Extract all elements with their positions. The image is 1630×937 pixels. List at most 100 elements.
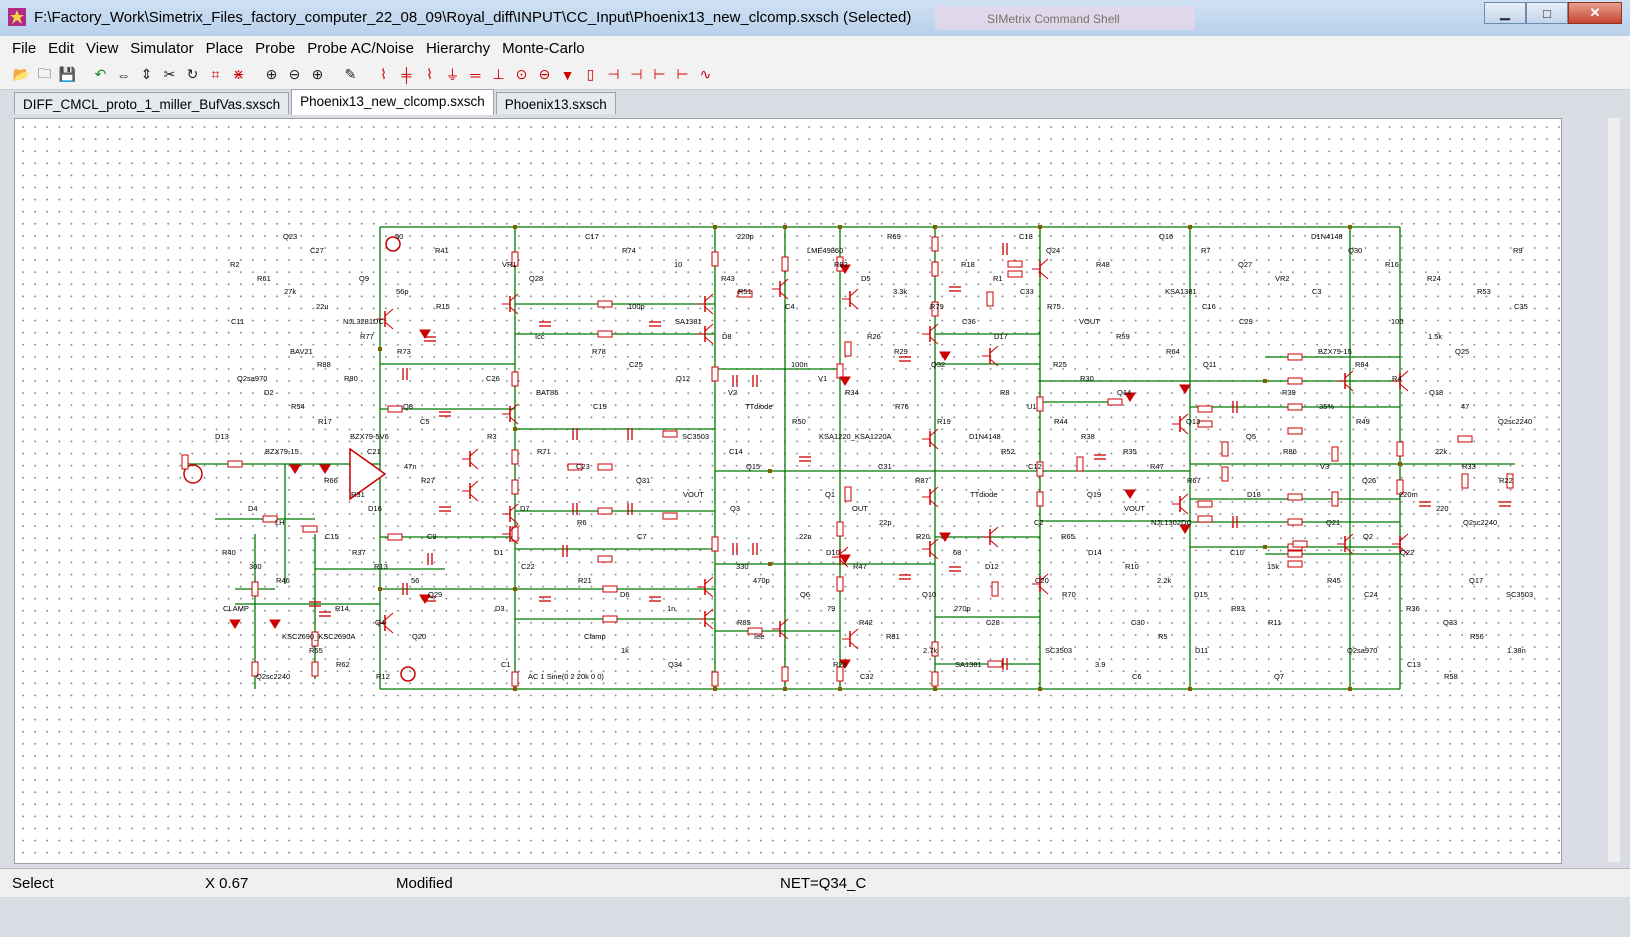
resistor bbox=[262, 515, 278, 523]
delete-wire-icon[interactable]: ⋇ bbox=[232, 66, 245, 82]
menu-probe-ac-noise[interactable]: Probe AC/Noise bbox=[307, 39, 414, 57]
new-folder-icon[interactable]: 🗀 bbox=[37, 64, 52, 81]
menu-simulator[interactable]: Simulator bbox=[130, 39, 194, 57]
schematic-label: Clamp bbox=[584, 632, 606, 641]
schematic-wires bbox=[185, 226, 1515, 690]
schematic-label: R36 bbox=[1406, 604, 1420, 613]
mirror-icon[interactable]: ⇔ bbox=[116, 66, 131, 83]
cut-icon[interactable]: ✂ bbox=[163, 66, 176, 82]
inductor-icon[interactable]: ⌇ bbox=[426, 66, 433, 82]
current-source-icon[interactable]: ⊙ bbox=[515, 66, 528, 82]
close-button[interactable]: ✕ bbox=[1568, 2, 1622, 24]
resistor bbox=[511, 371, 519, 387]
resistor bbox=[1036, 491, 1044, 507]
menu-edit[interactable]: Edit bbox=[48, 39, 75, 57]
transistor bbox=[469, 461, 479, 470]
schematic-label: Q7 bbox=[1274, 672, 1284, 681]
zoom-out-icon[interactable]: ⊖ bbox=[288, 66, 301, 82]
schematic-label: D4 bbox=[248, 504, 258, 513]
resistor bbox=[931, 641, 939, 657]
resistor-icon[interactable]: ⌇ bbox=[380, 66, 387, 82]
schematic-label: R27 bbox=[421, 476, 435, 485]
schematic-label: Q31 bbox=[636, 476, 650, 485]
schematic-label: VR1 bbox=[502, 260, 517, 269]
transistor bbox=[929, 323, 939, 332]
schematic-label: C28 bbox=[986, 618, 1000, 627]
schematic-label: R14 bbox=[335, 604, 349, 613]
schematic-label: 10 bbox=[674, 260, 682, 269]
junction-dot bbox=[1263, 379, 1267, 383]
schematic-label: Q2 bbox=[1363, 532, 1373, 541]
rotate-icon[interactable]: ↻ bbox=[186, 66, 199, 82]
schematic-label: 1.5k bbox=[1428, 332, 1442, 341]
vertical-scrollbar[interactable] bbox=[1608, 118, 1620, 862]
schematic-label: Q13 bbox=[1186, 417, 1200, 426]
open-folder-icon[interactable]: 📂 bbox=[12, 66, 31, 82]
junction-dot bbox=[838, 225, 842, 229]
pmos-icon[interactable]: ⊢ bbox=[676, 66, 689, 82]
voltage-source-icon[interactable]: ⊖ bbox=[538, 66, 551, 82]
schematic-label: R52 bbox=[1001, 447, 1015, 456]
tab-2[interactable]: Phoenix13_new_clcomp.sxsch bbox=[291, 89, 494, 115]
schematic-label: D1N4148 bbox=[1311, 232, 1343, 241]
menu-file[interactable]: File bbox=[12, 39, 37, 57]
schematic-label: R8 bbox=[1000, 388, 1010, 397]
schematic-label: R73 bbox=[397, 347, 411, 356]
schematic-label: C18 bbox=[1019, 232, 1033, 241]
transistor bbox=[704, 576, 714, 585]
menu-monte-carlo[interactable]: Monte-Carlo bbox=[502, 39, 585, 57]
schematic-label: R48 bbox=[1096, 260, 1110, 269]
menu-hierarchy[interactable]: Hierarchy bbox=[425, 39, 491, 57]
nmos-icon[interactable]: ⊢ bbox=[653, 66, 666, 82]
schematic-label: R37 bbox=[352, 548, 366, 557]
schematic-label: Q28 bbox=[529, 274, 543, 283]
schematic-label: Q9 bbox=[359, 274, 369, 283]
schematic-label: AC 1 Sine(0 2 20k 0 0) bbox=[528, 672, 604, 681]
schematic-label: D16 bbox=[368, 504, 382, 513]
save-icon[interactable]: 💾 bbox=[58, 66, 77, 82]
schematic-label: 22p bbox=[879, 518, 892, 527]
zoom-area-icon[interactable]: ⊕ bbox=[265, 66, 278, 82]
menu-place[interactable]: Place bbox=[205, 39, 244, 57]
ground-symbol-icon[interactable]: ⊥ bbox=[492, 66, 505, 82]
schematic-label: R83 bbox=[1231, 604, 1245, 613]
signal-icon[interactable]: ∿ bbox=[699, 66, 712, 82]
wire-cut-icon[interactable]: ⌗ bbox=[211, 66, 220, 82]
pnp-icon[interactable]: ⊣ bbox=[630, 66, 643, 82]
npn-icon[interactable]: ⊣ bbox=[607, 66, 620, 82]
resistor-vertical-icon[interactable]: ▯ bbox=[586, 66, 595, 82]
tab-1[interactable]: DIFF_CMCL_proto_1_miller_BufVas.sxsch bbox=[14, 92, 290, 114]
schematic-label: D14 bbox=[1088, 548, 1102, 557]
schematic-label: R11 bbox=[1268, 618, 1281, 627]
cap-symbol-icon[interactable]: ═ bbox=[470, 66, 481, 83]
tab-3[interactable]: Phoenix13.sxsch bbox=[495, 92, 616, 114]
transistor bbox=[384, 308, 394, 317]
menu-probe[interactable]: Probe bbox=[255, 39, 296, 57]
schematic-label: Q16 bbox=[1159, 232, 1173, 241]
schematic-label: R88 bbox=[317, 360, 331, 369]
junction-dot bbox=[1038, 225, 1042, 229]
resistor bbox=[311, 661, 319, 677]
ground-icon[interactable]: ⏚ bbox=[445, 66, 460, 83]
maximize-button[interactable]: □ bbox=[1526, 2, 1568, 24]
schematic-label: R29 bbox=[894, 347, 908, 356]
transistor bbox=[929, 551, 939, 560]
transistor bbox=[704, 621, 714, 630]
minimize-button[interactable]: ▁ bbox=[1484, 2, 1526, 24]
resistor bbox=[1287, 377, 1303, 385]
diode-icon[interactable]: ▼ bbox=[560, 66, 575, 83]
undo-icon[interactable]: ↶ bbox=[94, 66, 107, 82]
flip-icon[interactable]: ⇕ bbox=[140, 66, 153, 82]
schematic-label: 47 bbox=[1461, 402, 1469, 411]
schematic-label: 56 bbox=[411, 576, 419, 585]
schematic-label: R67 bbox=[1187, 476, 1201, 485]
pencil-wire-icon[interactable]: ✎ bbox=[344, 66, 357, 82]
zoom-in-icon[interactable]: ⊕ bbox=[311, 66, 324, 82]
status-mode: Select bbox=[12, 875, 54, 892]
status-bar: Select X 0.67 Modified NET=Q34_C bbox=[0, 868, 1630, 897]
capacitor-icon[interactable]: ╪ bbox=[401, 66, 412, 83]
menu-view[interactable]: View bbox=[86, 39, 119, 57]
schematic-label: VOUT bbox=[683, 490, 704, 499]
resistor bbox=[1076, 456, 1084, 472]
